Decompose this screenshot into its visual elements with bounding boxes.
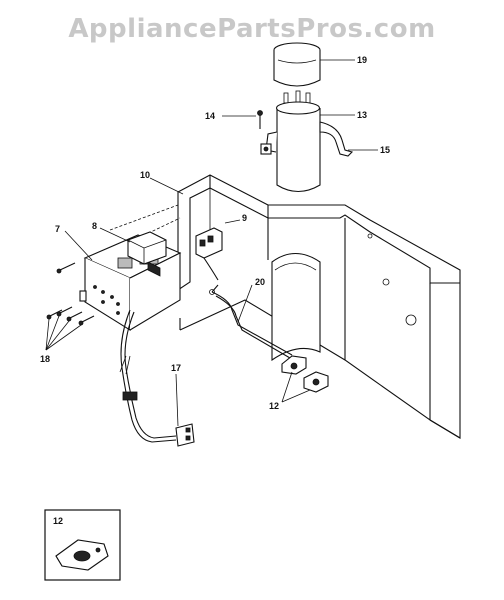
leader-12a <box>281 371 293 403</box>
callout-17: 17 <box>171 363 181 373</box>
watermark: AppliancePartsPros.com <box>68 14 436 44</box>
callout-10: 10 <box>140 170 150 180</box>
relay-part[interactable] <box>127 231 167 265</box>
capacitor-terminals <box>283 90 311 104</box>
callout-8: 8 <box>92 221 97 231</box>
callout-14: 14 <box>205 111 215 121</box>
leader-18d <box>45 324 82 351</box>
dashed-guide-b <box>129 217 181 243</box>
callout-7: 7 <box>55 224 60 234</box>
capacitor-cap-part[interactable] <box>273 42 321 87</box>
wire-harness-part[interactable] <box>211 284 293 359</box>
callout-12: 12 <box>269 401 279 411</box>
callout-19: 19 <box>357 55 367 65</box>
leader-7 <box>64 230 93 261</box>
inset-callout-12: 12 <box>53 516 63 526</box>
capacitor-strap-part[interactable] <box>260 121 354 157</box>
callout-20: 20 <box>255 277 265 287</box>
leader-18a <box>45 318 50 351</box>
callout-9: 9 <box>242 213 247 223</box>
leader-18c <box>45 320 70 351</box>
callout-15: 15 <box>380 145 390 155</box>
leader-9 <box>224 219 241 224</box>
leader-12b <box>281 389 311 403</box>
capacitor-part[interactable] <box>275 101 321 193</box>
leader-18b <box>45 315 60 351</box>
panel-cutout <box>271 252 321 362</box>
leader-17 <box>175 373 179 427</box>
leader-20 <box>237 284 253 323</box>
inset-overload-protector[interactable] <box>55 539 109 571</box>
power-cord-part[interactable] <box>119 309 195 447</box>
overload-protector-part[interactable] <box>281 355 329 393</box>
leader-8 <box>99 227 131 243</box>
terminal-block-part[interactable] <box>195 227 223 281</box>
screw-14-part[interactable] <box>257 110 263 130</box>
callout-18: 18 <box>40 354 50 364</box>
dashed-guide-a <box>109 204 179 231</box>
leader-10 <box>149 177 184 195</box>
callout-13: 13 <box>357 110 367 120</box>
